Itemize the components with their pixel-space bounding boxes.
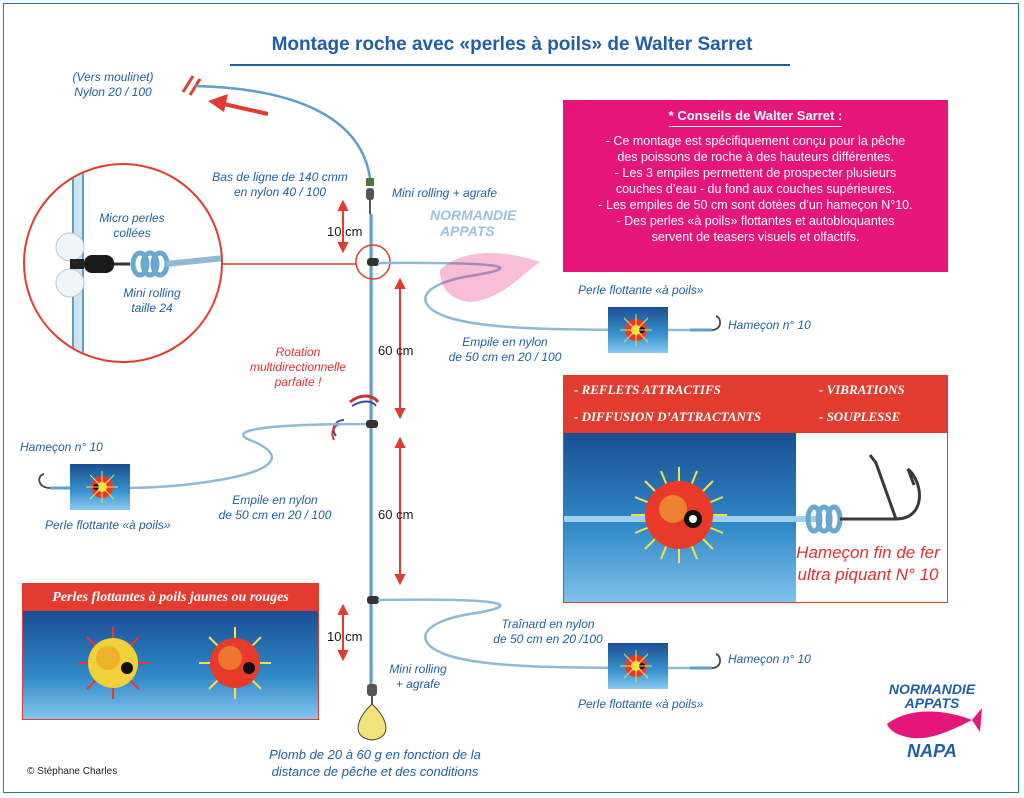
hook-left-icon bbox=[38, 473, 51, 489]
dropper-line-bottom bbox=[377, 598, 691, 670]
dropper-line-top bbox=[377, 261, 691, 332]
label-hamecon-bottom: Hameçon n° 10 bbox=[728, 652, 811, 666]
title-underline bbox=[230, 64, 790, 66]
feature-item: - REFLETS ATTRACTIFS bbox=[574, 382, 721, 397]
fish-logo-icon bbox=[887, 708, 982, 739]
watermark-line2: APPATS bbox=[440, 223, 495, 239]
dim-arrow-10cm-bottom bbox=[337, 603, 349, 662]
label-hamecon-top: Hameçon n° 10 bbox=[728, 318, 811, 332]
hook-bottom-icon bbox=[711, 653, 721, 669]
features-header: - REFLETS ATTRACTIFS - VIBRATIONS - DIFF… bbox=[564, 376, 947, 433]
logo-line1: NORMANDIE bbox=[888, 681, 976, 697]
bead-icon bbox=[86, 471, 118, 503]
bead-icon bbox=[620, 650, 652, 682]
dim-10cm-top: 10 cm bbox=[327, 224, 363, 239]
beads-photo-icon bbox=[77, 627, 271, 699]
bead-closeup-icon bbox=[564, 467, 796, 563]
bead-thumb-left bbox=[70, 464, 130, 510]
zoom-detail bbox=[23, 163, 223, 363]
features-box: - REFLETS ATTRACTIFS - VIBRATIONS - DIFF… bbox=[563, 375, 948, 603]
beads-box: Perles flottantes à poils jaunes ou roug… bbox=[22, 583, 319, 720]
bead-closeup-image bbox=[564, 433, 796, 602]
page-title: Montage roche avec «perles à poils» de W… bbox=[271, 34, 753, 55]
copyright: © Stéphane Charles bbox=[27, 766, 118, 777]
feature-item: - VIBRATIONS bbox=[819, 382, 905, 397]
label-perle-left: Perle flottante «à poils» bbox=[45, 518, 171, 532]
dim-arrow-10cm-top bbox=[337, 199, 349, 254]
dropper-line-middle bbox=[119, 422, 367, 490]
main-line bbox=[194, 84, 372, 179]
advice-title: * Conseils de Walter Sarret : bbox=[668, 108, 843, 127]
advice-line: servent de teasers visuels et olfactifs. bbox=[651, 230, 860, 244]
hook-closeup-icon bbox=[796, 454, 921, 534]
top-swivel-icon bbox=[366, 178, 374, 214]
hook-top-icon bbox=[711, 315, 721, 331]
bead-icon bbox=[620, 314, 652, 346]
page-frame bbox=[3, 3, 1019, 793]
beads-title: Perles flottantes à poils jaunes ou roug… bbox=[23, 584, 318, 611]
advice-box: * Conseils de Walter Sarret : - Ce monta… bbox=[563, 100, 948, 272]
dim-60cm-bottom: 60 cm bbox=[378, 507, 414, 522]
sinker-icon bbox=[357, 703, 387, 741]
advice-line: des poissons de roche à des hauteurs dif… bbox=[617, 150, 894, 164]
advice-line: - Les 3 empiles permettent de prospecter… bbox=[614, 166, 897, 180]
feature-item: - DIFFUSION D’ATTRACTANTS bbox=[574, 409, 762, 424]
dim-10cm-bottom: 10 cm bbox=[327, 629, 363, 644]
bead-thumb-bottom bbox=[608, 643, 668, 689]
dim-arrow-60cm-bottom bbox=[394, 436, 406, 586]
advice-line: - Ce montage est spécifiquement conçu po… bbox=[605, 134, 906, 148]
logo-line3: NAPA bbox=[907, 741, 957, 761]
advice-line: couches d’eau - du fond aux couches supé… bbox=[615, 182, 896, 196]
feature-item: - SOUPLESSE bbox=[819, 409, 901, 424]
label-mini-rolling-bottom: Mini rolling+ agrafe bbox=[389, 662, 447, 691]
label-perle-bottom: Perle flottante «à poils» bbox=[578, 697, 704, 711]
logo-line2: APPATS bbox=[904, 695, 960, 711]
direction-arrow-icon bbox=[208, 94, 269, 116]
label-perle-top: Perle flottante «à poils» bbox=[578, 283, 704, 297]
brand-logo: NORMANDIE APPATS NAPA bbox=[872, 680, 992, 762]
advice-line: - Des perles «à poils» flottantes et aut… bbox=[616, 214, 895, 228]
advice-line: - Les empiles de 50 cm sont dotées d’un … bbox=[598, 198, 913, 212]
bead-thumb-top bbox=[608, 307, 668, 353]
label-hamecon-left: Hameçon n° 10 bbox=[20, 440, 103, 454]
watermark-line1: NORMANDIE bbox=[430, 207, 517, 223]
dim-arrow-60cm-top bbox=[394, 277, 406, 420]
label-mini-rolling-top: Mini rolling + agrafe bbox=[392, 186, 498, 200]
beads-image bbox=[23, 611, 318, 719]
dim-60cm-top: 60 cm bbox=[378, 343, 414, 358]
label-vers-moulinet: (Vers moulinet)Nylon 20 / 100 bbox=[72, 70, 154, 99]
